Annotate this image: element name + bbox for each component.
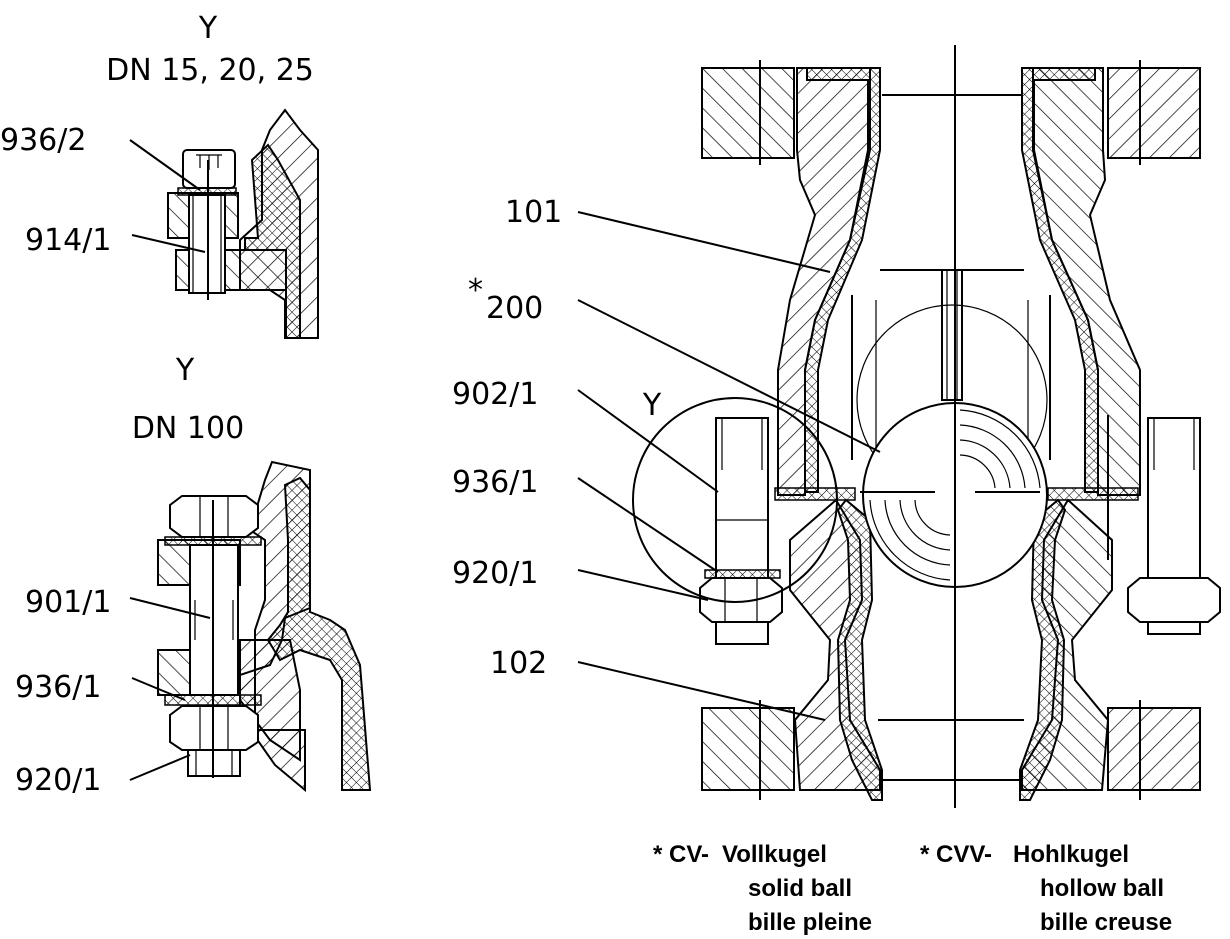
label-101: 101 — [505, 195, 562, 230]
flange-bottom-left — [701, 707, 795, 791]
legend-cv: * CV- Vollkugel solid ball bille pleine — [653, 841, 872, 936]
label-914-1: 914/1 — [25, 223, 111, 258]
stud-bolt-902-1 — [715, 417, 769, 579]
stud-end-main-left — [715, 621, 769, 645]
label-200-star: * — [468, 273, 483, 308]
label-936-1: 936/1 — [452, 465, 538, 500]
lining-large — [266, 476, 372, 791]
stem — [941, 269, 963, 401]
legend-cv-code: * CV- — [653, 841, 709, 868]
main-valve-section: Y 101 * 200 902/1 936/1 920/1 102 — [452, 45, 1221, 808]
legend-cv-line-3: bille pleine — [748, 909, 872, 936]
lower-lining-left — [836, 498, 883, 801]
detail-circle-label: Y — [642, 388, 662, 423]
lower-lining-right — [1019, 498, 1067, 801]
stud-end-main-right — [1147, 621, 1201, 635]
detail-dn15-25: Y DN 15, 20, 25 936/2 914/1 — [0, 11, 319, 339]
flange-bottom-right — [1107, 707, 1201, 791]
legend-cvv: * CVV- Hohlkugel hollow ball bille creus… — [920, 841, 1172, 936]
detail-small-view-label: Y — [198, 11, 218, 46]
detail-circle-y — [632, 397, 838, 603]
stud-bolt-right — [1147, 417, 1201, 579]
flange-top-right — [1107, 67, 1201, 159]
hex-nut-920-1 — [699, 577, 783, 623]
legend-cvv-code: * CVV- — [920, 841, 992, 868]
legend-cv-line-1: Vollkugel — [722, 841, 827, 868]
legend-cvv-line-3: bille creuse — [1040, 909, 1172, 936]
legend-cvv-line-1: Hohlkugel — [1013, 841, 1129, 868]
detail-large-size-label: DN 100 — [132, 411, 244, 446]
flange-top-left — [701, 67, 795, 159]
joint-lining-right — [1047, 487, 1139, 501]
detail-dn100: Y DN 100 901/1 936/1 920/1 — [15, 353, 372, 798]
label-920-1: 920/1 — [452, 556, 538, 591]
detail-small-size-label: DN 15, 20, 25 — [106, 53, 314, 88]
label-936-2: 936/2 — [0, 123, 86, 158]
label-200: 200 — [486, 291, 543, 326]
joint-lining-left — [774, 487, 856, 501]
legend-cv-line-2: solid ball — [748, 875, 852, 902]
label-902-1: 902/1 — [452, 377, 538, 412]
detail-large-view-label: Y — [175, 353, 195, 388]
hex-nut-right — [1127, 577, 1221, 623]
legend-cvv-line-2: hollow ball — [1040, 875, 1164, 902]
label-920-1-left: 920/1 — [15, 763, 101, 798]
label-102: 102 — [490, 646, 547, 681]
label-901-1: 901/1 — [25, 585, 111, 620]
label-936-1-left: 936/1 — [15, 670, 101, 705]
